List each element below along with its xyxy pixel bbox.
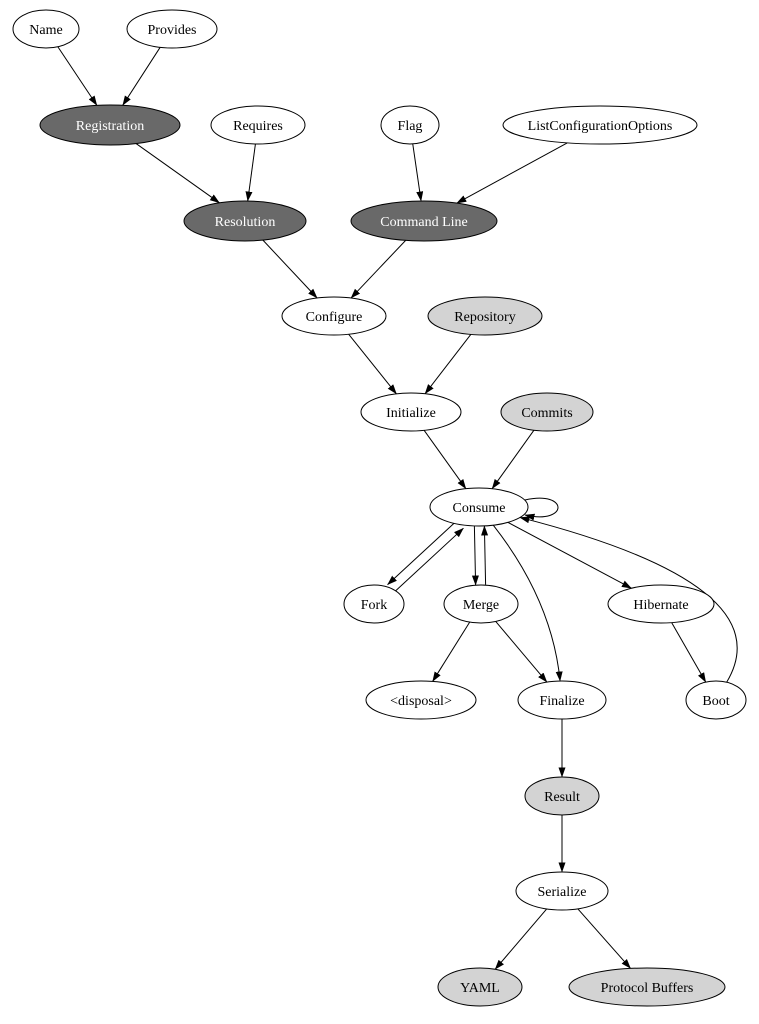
node-ellipse-requires bbox=[210, 105, 306, 145]
node-label-provides: Provides bbox=[148, 23, 197, 38]
edge-hibernate-boot bbox=[671, 622, 707, 683]
node-configure: Configure bbox=[281, 296, 387, 336]
node-ellipse-configure bbox=[281, 296, 387, 336]
node-requires: Requires bbox=[210, 105, 306, 145]
node-consume: Consume bbox=[429, 487, 529, 527]
node-ellipse-finalize bbox=[517, 680, 607, 720]
node-ellipse-result bbox=[524, 776, 600, 816]
edge-initialize-consume bbox=[423, 430, 467, 490]
node-label-requires: Requires bbox=[233, 119, 283, 134]
node-label-flag: Flag bbox=[398, 119, 423, 134]
node-yaml: YAML bbox=[437, 967, 523, 1007]
node-label-fork: Fork bbox=[361, 598, 387, 613]
edge-consume-finalize bbox=[492, 524, 563, 682]
edge-consume-fork bbox=[387, 520, 457, 586]
node-label-result: Result bbox=[544, 790, 580, 805]
node-ellipse-commandline bbox=[350, 200, 498, 242]
node-repository: Repository bbox=[427, 296, 543, 336]
node-boot: Boot bbox=[685, 680, 747, 720]
node-label-initialize: Initialize bbox=[386, 406, 436, 421]
edge-serialize-protocolbuffers bbox=[577, 908, 631, 969]
node-ellipse-disposal bbox=[365, 680, 477, 720]
edge-repository-initialize bbox=[424, 334, 472, 395]
node-ellipse-listconfigurationoptions bbox=[502, 105, 698, 145]
node-label-protocolbuffers: Protocol Buffers bbox=[601, 981, 694, 996]
node-commandline: Command Line bbox=[350, 200, 498, 242]
node-ellipse-registration bbox=[39, 104, 181, 146]
edge-commandline-configure bbox=[350, 240, 407, 299]
edge-provides-registration bbox=[122, 47, 161, 106]
node-ellipse-name bbox=[12, 9, 80, 49]
node-merge: Merge bbox=[443, 584, 519, 624]
node-flag: Flag bbox=[380, 105, 440, 145]
node-label-commandline: Command Line bbox=[380, 215, 468, 230]
node-serialize: Serialize bbox=[515, 871, 609, 911]
node-name: Name bbox=[12, 9, 80, 49]
edge-flag-commandline bbox=[412, 143, 424, 202]
edge-fork-consume bbox=[394, 527, 464, 593]
edge-consume-consume bbox=[524, 497, 559, 521]
edge-listconfigurationoptions-commandline bbox=[456, 142, 568, 204]
node-label-listconfigurationoptions: ListConfigurationOptions bbox=[528, 119, 673, 134]
node-label-commits: Commits bbox=[521, 406, 572, 421]
edge-merge-consume bbox=[481, 525, 489, 585]
node-label-name: Name bbox=[29, 23, 62, 38]
node-ellipse-merge bbox=[443, 584, 519, 624]
node-label-serialize: Serialize bbox=[538, 885, 587, 900]
edge-name-registration bbox=[57, 46, 98, 106]
node-resolution: Resolution bbox=[183, 200, 307, 242]
node-label-consume: Consume bbox=[453, 501, 506, 516]
node-registration: Registration bbox=[39, 104, 181, 146]
edge-consume-merge bbox=[471, 526, 479, 586]
node-protocolbuffers: Protocol Buffers bbox=[568, 967, 726, 1007]
node-label-yaml: YAML bbox=[460, 981, 500, 996]
node-label-hibernate: Hibernate bbox=[633, 598, 688, 613]
node-label-boot: Boot bbox=[702, 694, 729, 709]
edges-layer bbox=[57, 46, 738, 970]
node-ellipse-fork bbox=[343, 584, 405, 624]
node-label-repository: Repository bbox=[454, 310, 515, 325]
edge-merge-finalize bbox=[495, 621, 548, 683]
node-fork: Fork bbox=[343, 584, 405, 624]
node-label-finalize: Finalize bbox=[539, 694, 584, 709]
node-ellipse-repository bbox=[427, 296, 543, 336]
edge-configure-initialize bbox=[348, 333, 397, 395]
edge-registration-resolution bbox=[135, 143, 220, 204]
node-ellipse-commits bbox=[500, 392, 594, 432]
edge-merge-disposal bbox=[432, 621, 471, 682]
node-finalize: Finalize bbox=[517, 680, 607, 720]
node-hibernate: Hibernate bbox=[607, 584, 715, 624]
node-ellipse-flag bbox=[380, 105, 440, 145]
edge-consume-hibernate bbox=[507, 521, 632, 589]
node-ellipse-provides bbox=[126, 9, 218, 49]
node-ellipse-serialize bbox=[515, 871, 609, 911]
edge-resolution-configure bbox=[262, 239, 318, 299]
node-ellipse-resolution bbox=[183, 200, 307, 242]
node-listconfigurationoptions: ListConfigurationOptions bbox=[502, 105, 698, 145]
node-label-configure: Configure bbox=[306, 310, 363, 325]
node-ellipse-yaml bbox=[437, 967, 523, 1007]
node-label-resolution: Resolution bbox=[215, 215, 276, 230]
node-ellipse-protocolbuffers bbox=[568, 967, 726, 1007]
edge-serialize-yaml bbox=[494, 908, 548, 970]
node-result: Result bbox=[524, 776, 600, 816]
node-label-registration: Registration bbox=[76, 119, 144, 134]
node-provides: Provides bbox=[126, 9, 218, 49]
node-ellipse-initialize bbox=[360, 392, 462, 432]
edge-requires-resolution bbox=[245, 143, 256, 202]
node-ellipse-hibernate bbox=[607, 584, 715, 624]
node-label-disposal: <disposal> bbox=[390, 694, 452, 709]
node-initialize: Initialize bbox=[360, 392, 462, 432]
node-ellipse-consume bbox=[429, 487, 529, 527]
node-ellipse-boot bbox=[685, 680, 747, 720]
node-commits: Commits bbox=[500, 392, 594, 432]
node-disposal: <disposal> bbox=[365, 680, 477, 720]
edge-commits-consume bbox=[491, 429, 535, 490]
node-label-merge: Merge bbox=[463, 598, 499, 613]
